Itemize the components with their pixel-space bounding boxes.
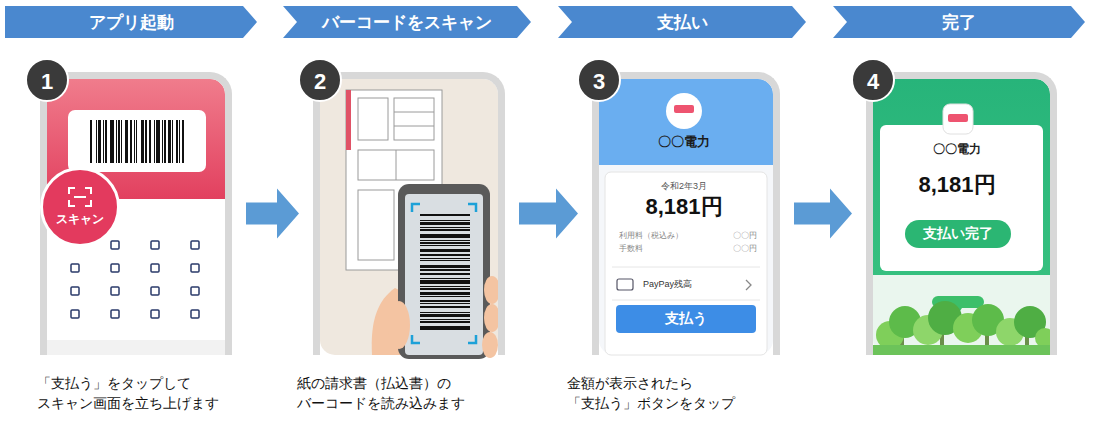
- step-title: バーコードをスキャン: [322, 11, 492, 34]
- step-title: アプリ起動: [89, 11, 174, 34]
- step-band: 完了: [833, 6, 1085, 38]
- step-band: バーコードをスキャン: [283, 6, 531, 38]
- button-label: 支払う: [665, 310, 707, 328]
- phone3-screen: [599, 79, 773, 355]
- screen-text: 利用料（税込み）: [619, 232, 683, 241]
- scan-icon: [67, 186, 93, 208]
- phone-screen: 4〇〇電力8,181円支払い完了: [866, 72, 1057, 355]
- callout-number: 4: [851, 58, 895, 102]
- screen-text: 〇〇電力: [658, 135, 710, 149]
- step-band: アプリ起動: [5, 6, 257, 38]
- phone-screen: 3〇〇電力令和2年3月8,181円利用料（税込み）〇〇円手数料〇〇円PayPay…: [592, 72, 780, 355]
- button-label: 支払い完了: [923, 225, 993, 243]
- step-caption: 紙の請求書（払込書）の バーコードを読み込みます: [297, 374, 529, 413]
- action-button: 支払い完了: [905, 220, 1011, 248]
- callout-number: 1: [25, 58, 69, 102]
- phone-screen: 2: [313, 72, 505, 355]
- phone2-screen: [320, 79, 500, 359]
- flow-arrow: [519, 189, 578, 239]
- screen-text: 〇〇電力: [933, 143, 981, 156]
- screen-text: 令和2年3月: [661, 182, 707, 192]
- step-band: 支払い: [558, 6, 806, 38]
- flow-arrow: [794, 189, 852, 239]
- screen-text: 〇〇円: [733, 245, 757, 254]
- screen-text: 手数料: [619, 245, 643, 254]
- step-caption: 「支払う」をタップして スキャン画面を立ち上げます: [37, 374, 277, 413]
- step-title: 支払い: [657, 11, 708, 34]
- callout-number: 3: [577, 58, 621, 102]
- phone4-screen: [873, 79, 1055, 355]
- flow-arrow: [246, 189, 299, 239]
- step-caption: 金額が表示されたら 「支払う」ボタンをタップ: [567, 374, 753, 413]
- scan-button: スキャン: [40, 167, 120, 247]
- screen-text: PayPay残高: [643, 280, 692, 290]
- button-label: スキャン: [56, 211, 104, 228]
- phone1-screen: [47, 79, 225, 355]
- screen-text: 〇〇円: [733, 232, 757, 241]
- step-title: 完了: [942, 11, 976, 34]
- callout-number: 2: [298, 58, 342, 102]
- action-button: 支払う: [616, 305, 756, 333]
- screen-text: 8,181円: [918, 173, 995, 197]
- phone-screen: 1スキャン: [40, 72, 232, 355]
- screen-text: 8,181円: [645, 195, 722, 219]
